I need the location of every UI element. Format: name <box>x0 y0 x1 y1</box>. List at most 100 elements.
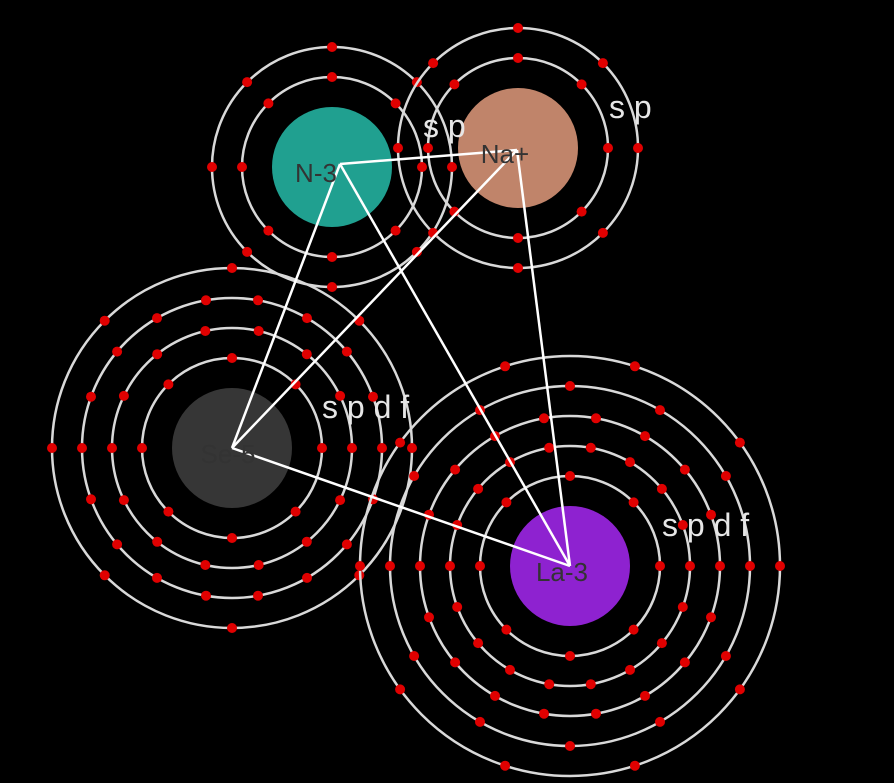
se-electron <box>302 313 312 324</box>
la-electron <box>745 561 755 571</box>
la-electron <box>656 638 667 649</box>
bonds-layer <box>230 148 572 568</box>
la-electron <box>395 437 406 448</box>
se-electron <box>341 346 352 357</box>
n-electron <box>390 225 401 236</box>
la-electron <box>544 442 555 453</box>
la-electron <box>565 741 575 751</box>
bond-na-la <box>515 149 572 567</box>
la-orbital-label: s p d f <box>662 507 749 543</box>
la-electron <box>505 664 515 675</box>
la-electron <box>625 664 635 675</box>
la-electron <box>591 413 601 424</box>
n-electron <box>327 282 337 292</box>
la-electron <box>628 624 639 635</box>
la-electron <box>625 457 635 468</box>
n-electron <box>242 246 253 257</box>
n-electron <box>263 225 274 236</box>
bond-se-la <box>231 446 571 568</box>
se-electron <box>253 295 263 306</box>
na-atom-label: Na+ <box>481 139 529 169</box>
se-electron <box>99 570 110 581</box>
la-electron <box>501 624 512 635</box>
n-electron <box>447 162 457 172</box>
la-electron <box>501 497 512 508</box>
la-electron <box>445 561 455 571</box>
se-electron <box>335 495 346 506</box>
se-electron <box>253 560 264 570</box>
se-electron <box>118 390 129 401</box>
se-electron <box>152 349 163 360</box>
se-electron <box>200 560 211 570</box>
n-electron <box>327 72 337 82</box>
se-electron <box>163 379 174 390</box>
la-electron <box>734 684 745 695</box>
se-electron <box>107 443 117 453</box>
bond-n-na <box>339 148 518 166</box>
se-electron <box>290 506 301 517</box>
se-electron <box>227 263 237 273</box>
la-electron <box>385 561 395 571</box>
la-electron <box>473 638 484 649</box>
se-electron <box>227 353 237 363</box>
se-atom-label: Se-5 <box>201 439 256 469</box>
se-electron <box>301 536 312 547</box>
na-electron <box>513 53 523 63</box>
n-electron <box>411 246 422 257</box>
la-electron <box>355 561 365 571</box>
na-electron <box>633 143 643 153</box>
la-electron <box>640 690 650 701</box>
se-electron <box>301 349 312 360</box>
n-electron <box>242 77 253 88</box>
nuclei-layer <box>172 88 630 626</box>
na-electron <box>576 79 587 90</box>
se-electron <box>253 590 263 601</box>
se-electron <box>118 495 129 506</box>
la-electron <box>715 561 725 571</box>
la-electron <box>450 464 461 475</box>
se-electron <box>86 494 96 505</box>
la-electron <box>565 471 575 481</box>
n-electron <box>327 42 337 52</box>
la-electron <box>475 561 485 571</box>
se-electron <box>152 313 162 324</box>
la-electron <box>720 651 731 661</box>
la-electron <box>490 690 500 701</box>
n-electron <box>207 162 217 172</box>
la-electron <box>655 561 665 571</box>
la-electron <box>720 471 731 481</box>
se-electron <box>163 506 174 517</box>
la-electron <box>415 561 425 571</box>
na-electron <box>603 143 613 153</box>
n-electron <box>417 162 427 172</box>
la-electron <box>628 497 639 508</box>
se-electron <box>99 315 110 326</box>
la-electron <box>539 708 549 719</box>
se-electron <box>341 539 352 550</box>
la-electron <box>473 483 484 494</box>
la-electron <box>640 431 650 442</box>
se-electron <box>407 443 417 453</box>
na-electron <box>449 79 460 90</box>
la-electron <box>450 657 461 668</box>
se-electron <box>227 623 237 633</box>
na-electron <box>576 206 587 217</box>
la-electron <box>591 708 601 719</box>
n-electron <box>263 98 274 109</box>
bond-na-se <box>231 149 518 449</box>
la-electron <box>452 602 463 612</box>
se-electron <box>137 443 147 453</box>
la-electron <box>775 561 785 571</box>
se-electron <box>200 326 211 336</box>
se-electron <box>77 443 87 453</box>
se-electron <box>152 536 163 547</box>
la-electron <box>539 413 549 424</box>
na-electron <box>428 58 439 69</box>
se-orbital-label: s p d f <box>322 389 409 425</box>
na-electron <box>513 233 523 243</box>
se-electron <box>368 391 378 402</box>
n-electron <box>390 98 401 109</box>
la-electron <box>395 684 406 695</box>
se-electron <box>317 443 327 453</box>
la-electron <box>424 612 434 623</box>
